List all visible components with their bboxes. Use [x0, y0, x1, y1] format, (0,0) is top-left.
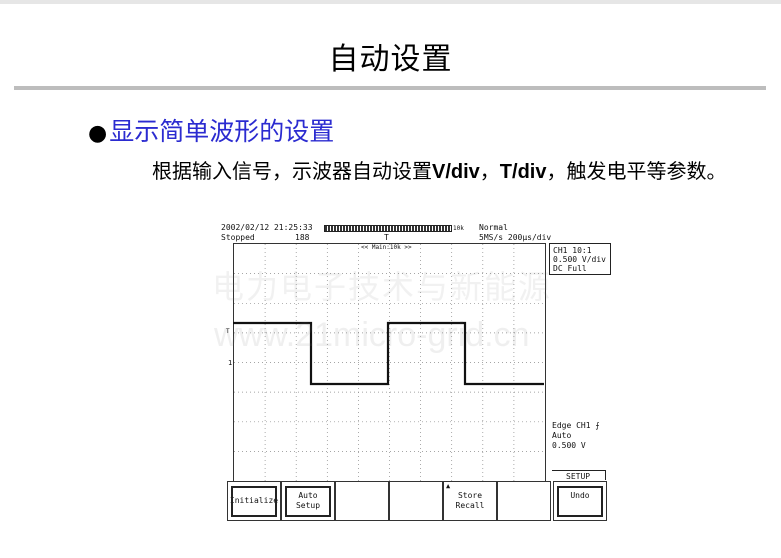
body-text-pre: 根据输入信号，示波器自动设置 — [152, 159, 432, 183]
scope-status: Stopped — [221, 233, 255, 242]
softkey-initialize[interactable]: Initialize — [227, 481, 281, 521]
ch1-coupling: DC Full — [553, 264, 587, 273]
body-text-post: ，触发电平等参数。 — [546, 159, 727, 183]
section-heading-text: 显示简单波形的设置 — [109, 117, 335, 146]
trigger-level: 0.500 V — [552, 441, 586, 450]
scope-sample-rate: 5MS/s 200μs/div — [479, 233, 552, 242]
body-separator: ， — [479, 159, 500, 183]
up-arrow-icon: ▲ — [446, 482, 451, 490]
scope-record-length: 10k — [453, 225, 464, 232]
scope-memory-bar — [324, 225, 452, 232]
menu-title: SETUP — [566, 472, 591, 481]
scope-trigger-mode: Normal — [479, 223, 508, 232]
section-heading: ●显示简单波形的设置 — [88, 112, 334, 148]
menu-title-tab: SETUP — [552, 470, 606, 481]
ch1-probe: CH1 10:1 — [553, 246, 592, 255]
ground-level-marker: 1 — [228, 359, 233, 367]
body-tdiv: T/div — [499, 161, 547, 183]
softkey-undo[interactable]: Undo — [553, 481, 607, 521]
watermark-url: www.21micro-grid.cn — [214, 316, 530, 354]
oscilloscope-screenshot: 2002/02/12 21:25:33 Stopped 188 10k T <<… — [221, 221, 611, 521]
watermark-cn: 电力电子技术与新能源 — [212, 268, 553, 306]
slide-title: 自动设置 — [328, 42, 453, 77]
ch1-vdiv: 0.500 V/div — [553, 255, 606, 264]
softkey-3[interactable] — [335, 481, 389, 521]
scope-acq-count: 188 — [295, 233, 310, 242]
ch1-info-box: CH1 10:1 0.500 V/div DC Full — [549, 243, 611, 275]
ch1-waveform — [233, 321, 544, 386]
body-paragraph: 根据输入信号，示波器自动设置V/div，T/div，触发电平等参数。 — [152, 157, 732, 186]
title-divider — [14, 86, 766, 90]
scope-main-label: << Main:10k >> — [361, 244, 412, 251]
scope-trigger-position: T — [384, 233, 389, 242]
top-rule — [0, 0, 781, 4]
trigger-level-marker: T — [226, 328, 230, 335]
trigger-type: Edge CH1 ⨍ — [552, 421, 600, 430]
scope-datetime: 2002/02/12 21:25:33 — [221, 223, 313, 232]
trigger-mode-auto: Auto — [552, 431, 572, 440]
softkey-4[interactable] — [389, 481, 443, 521]
softkey-6[interactable] — [497, 481, 551, 521]
body-vdiv: V/div — [432, 161, 480, 183]
bullet-icon: ● — [88, 121, 108, 146]
